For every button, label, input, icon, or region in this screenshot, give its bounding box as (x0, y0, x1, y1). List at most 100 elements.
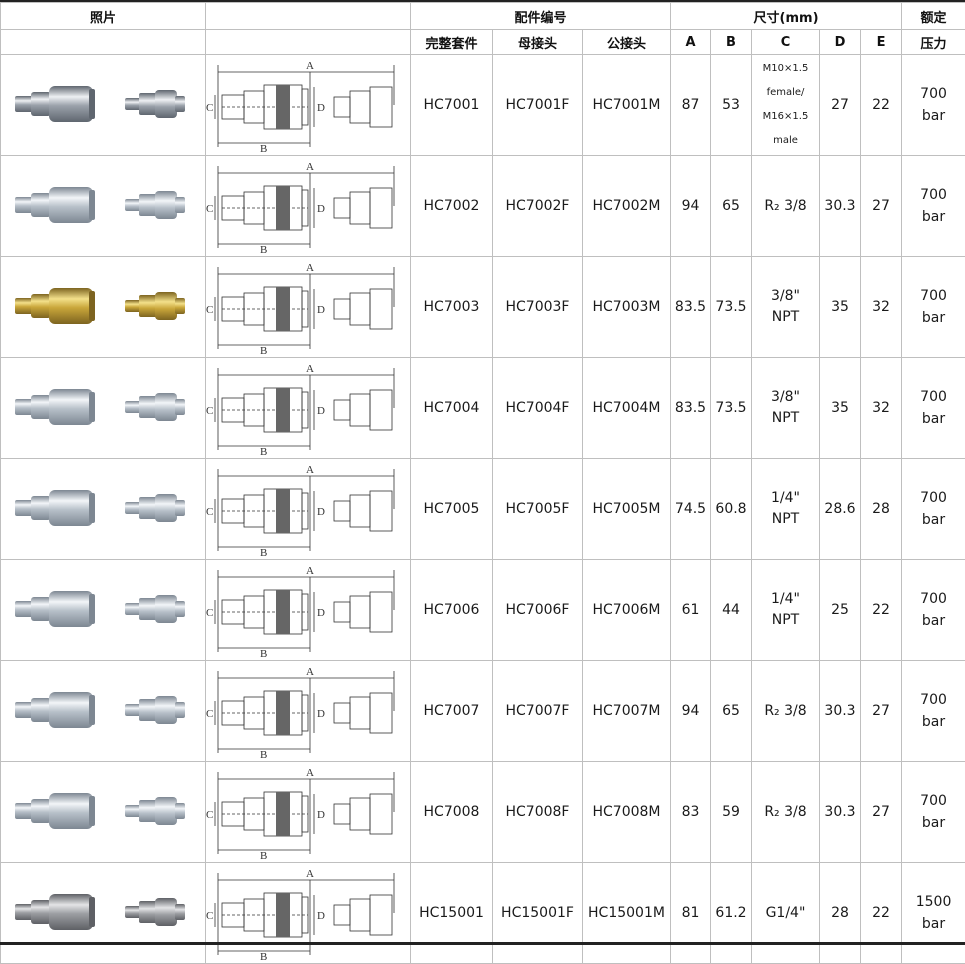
label-d: D (317, 607, 325, 619)
pressure-unit: bar (902, 711, 965, 733)
e-cell: 27 (861, 762, 902, 863)
pressure-cell: 700 bar (902, 358, 965, 459)
set-cell: HC15001 (411, 863, 493, 964)
table-row: A B C D HC7002 HC7002F HC7002M 94 65 R₂ … (1, 156, 965, 257)
table-row: A B C D HC7008 HC7008F HC7008M 83 59 R₂ … (1, 762, 965, 863)
drawing-cell: A B C D (206, 762, 411, 863)
label-a: A (306, 767, 314, 779)
label-d: D (317, 708, 325, 720)
a-cell: 83.5 (671, 257, 711, 358)
c-cell: R₂ 3/8 (752, 156, 820, 257)
female-coupler-image (15, 187, 95, 223)
dimension-drawing: A B C D (206, 360, 411, 456)
drawing-cell: A B C D (206, 661, 411, 762)
female-cell: HC7001F (493, 55, 583, 156)
set-cell: HC7008 (411, 762, 493, 863)
header-a: A (671, 30, 711, 55)
male-nipple-image (125, 595, 185, 623)
c-line: R₂ 3/8 (752, 701, 819, 722)
header-rated: 额定 (902, 3, 965, 30)
e-cell: 27 (861, 661, 902, 762)
male-nipple-image (125, 797, 185, 825)
c-line: female/ (752, 81, 819, 105)
coupler-photo (3, 661, 203, 757)
label-d: D (317, 203, 325, 215)
male-nipple-image (125, 898, 185, 926)
d-cell: 25 (820, 560, 861, 661)
female-cell: HC7007F (493, 661, 583, 762)
set-cell: HC7006 (411, 560, 493, 661)
header-complete-set: 完整套件 (411, 30, 493, 55)
photo-cell (1, 459, 206, 560)
female-cell: HC7002F (493, 156, 583, 257)
pressure-unit: bar (902, 509, 965, 531)
label-d: D (317, 405, 325, 417)
header-photo: 照片 (1, 3, 206, 30)
b-cell: 65 (711, 156, 752, 257)
table-row: A B C D HC7006 HC7006F HC7006M 61 44 1/4… (1, 560, 965, 661)
a-cell: 81 (671, 863, 711, 964)
male-cell: HC7001M (583, 55, 671, 156)
header-dimensions: 尺寸(mm) (671, 3, 902, 30)
male-nipple-image (125, 494, 185, 522)
label-d: D (317, 910, 325, 922)
c-line: M10×1.5 (752, 57, 819, 81)
dimension-drawing: A B C D (206, 865, 411, 961)
c-line: R₂ 3/8 (752, 196, 819, 217)
c-line: 3/8" (752, 387, 819, 408)
female-coupler-image (15, 389, 95, 425)
header-part-no: 配件编号 (411, 3, 671, 30)
female-cell: HC7006F (493, 560, 583, 661)
drawing-cell: A B C D (206, 863, 411, 964)
header-d: D (820, 30, 861, 55)
label-c: C (206, 607, 213, 619)
e-cell: 28 (861, 459, 902, 560)
male-cell: HC7006M (583, 560, 671, 661)
label-a: A (306, 161, 314, 173)
dimension-drawing: A B C D (206, 259, 411, 355)
male-nipple-image (125, 696, 185, 724)
table-row: A B C D HC7005 HC7005F HC7005M 74.5 60.8… (1, 459, 965, 560)
pressure-value: 700 (902, 588, 965, 610)
dimension-drawing: A B C D (206, 158, 411, 254)
table-row: A B C D HC15001 HC15001F HC15001M 81 61.… (1, 863, 965, 964)
photo-cell (1, 661, 206, 762)
photo-cell (1, 863, 206, 964)
pressure-cell: 700 bar (902, 257, 965, 358)
coupler-photo (3, 459, 203, 555)
pressure-value: 700 (902, 285, 965, 307)
female-cell: HC15001F (493, 863, 583, 964)
c-line: 1/4" (752, 488, 819, 509)
c-line: M16×1.5 (752, 105, 819, 129)
pressure-cell: 700 bar (902, 459, 965, 560)
e-cell: 27 (861, 156, 902, 257)
c-line: R₂ 3/8 (752, 802, 819, 823)
header-c: C (752, 30, 820, 55)
photo-cell (1, 560, 206, 661)
label-c: C (206, 405, 213, 417)
c-line: male (752, 129, 819, 153)
photo-cell (1, 257, 206, 358)
label-b: B (260, 244, 267, 254)
drawing-cell: A B C D (206, 560, 411, 661)
d-cell: 30.3 (820, 661, 861, 762)
pressure-unit: bar (902, 105, 965, 127)
male-cell: HC7004M (583, 358, 671, 459)
pressure-unit: bar (902, 307, 965, 329)
a-cell: 83.5 (671, 358, 711, 459)
label-b: B (260, 648, 267, 658)
drawing-cell: A B C D (206, 358, 411, 459)
header-female: 母接头 (493, 30, 583, 55)
label-a: A (306, 363, 314, 375)
e-cell: 22 (861, 55, 902, 156)
b-cell: 73.5 (711, 257, 752, 358)
label-a: A (306, 666, 314, 678)
label-b: B (260, 446, 267, 456)
set-cell: HC7001 (411, 55, 493, 156)
a-cell: 61 (671, 560, 711, 661)
table-body: A B C D HC7001 HC7001F HC7001M 87 53 M10… (1, 55, 965, 964)
pressure-value: 700 (902, 487, 965, 509)
c-line: G1/4" (752, 903, 819, 924)
pressure-value: 700 (902, 83, 965, 105)
